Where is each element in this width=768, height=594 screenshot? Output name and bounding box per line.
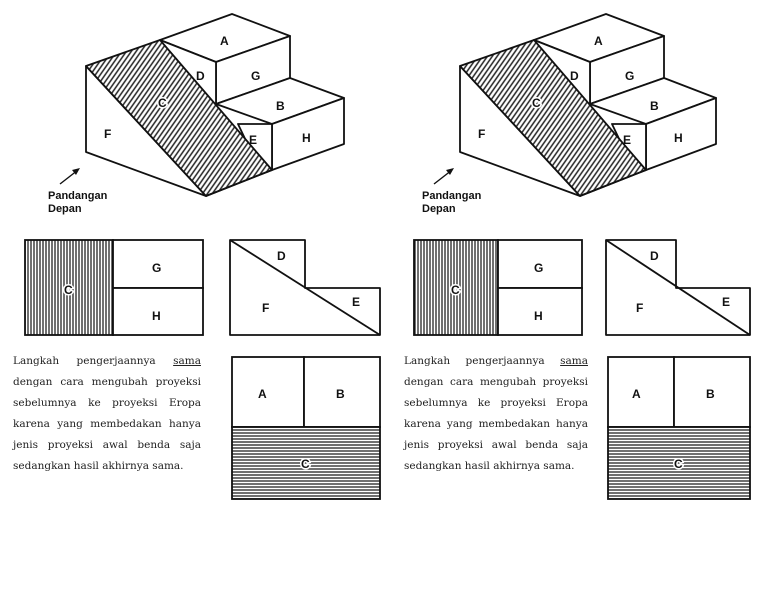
iso-label-b: B	[650, 99, 659, 113]
description-underlined: sama	[173, 355, 201, 367]
top-face-a	[231, 356, 305, 428]
front-label-h: H	[534, 309, 543, 323]
iso-label-f: F	[104, 127, 111, 141]
caption-pandangan: Pandangan	[48, 190, 108, 202]
side-view	[605, 239, 751, 336]
front-label-h: H	[152, 309, 161, 323]
panel-left: A D G C B F E H Pandangan Depan C	[13, 13, 381, 500]
iso-label-g: G	[625, 69, 634, 83]
side-label-f: F	[262, 301, 269, 315]
front-view	[24, 239, 204, 336]
iso-label-h: H	[674, 131, 683, 145]
isometric-labels: A D G C B F E H	[104, 34, 311, 147]
side-label-d: D	[650, 249, 659, 263]
isometric-view	[459, 13, 717, 197]
iso-label-g: G	[251, 69, 260, 83]
front-face-c	[413, 239, 499, 336]
isometric-view	[85, 13, 345, 197]
top-view	[231, 356, 381, 500]
front-face-g	[497, 239, 583, 289]
top-label-c: C	[674, 457, 683, 471]
top-face-a	[607, 356, 675, 428]
front-face-h	[497, 287, 583, 336]
side-label-e: E	[722, 295, 730, 309]
description-underlined: sama	[560, 355, 588, 367]
iso-label-d: D	[196, 69, 205, 83]
front-view-arrow	[433, 168, 454, 185]
iso-label-b: B	[276, 99, 285, 113]
top-face-c	[607, 426, 751, 500]
front-view-arrow	[59, 168, 80, 185]
caption-pandangan: Pandangan	[422, 190, 482, 202]
description-part1: Langkah pengerjaannya	[404, 355, 561, 367]
front-label-c: C	[451, 283, 460, 297]
front-face-h	[112, 287, 204, 336]
top-label-b: B	[336, 387, 345, 401]
top-face-b	[303, 356, 381, 428]
side-label-f: F	[636, 301, 643, 315]
iso-label-a: A	[220, 34, 229, 48]
front-face-c	[24, 239, 114, 336]
front-view	[413, 239, 583, 336]
isometric-labels: A D G C B F E H	[478, 34, 683, 147]
iso-label-d: D	[570, 69, 579, 83]
front-label-g: G	[534, 261, 543, 275]
caption-depan: Depan	[422, 203, 456, 215]
iso-label-c: C	[532, 96, 541, 110]
side-label-e: E	[352, 295, 360, 309]
front-label-c: C	[64, 283, 73, 297]
front-label-g: G	[152, 261, 161, 275]
iso-label-a: A	[594, 34, 603, 48]
panel-right: A D G C B F E H Pandangan Depan C G	[384, 0, 768, 594]
top-label-a: A	[258, 387, 267, 401]
description-text: Langkah pengerjaannya sama dengan cara m…	[13, 351, 201, 477]
drawing-right: A D G C B F E H Pandangan Depan C G	[413, 13, 751, 500]
description-part2: dengan cara mengubah proyeksi sebelumnya…	[404, 376, 588, 472]
top-face-c	[231, 426, 381, 500]
description-text: Langkah pengerjaannya sama dengan cara m…	[404, 351, 588, 477]
top-view	[607, 356, 751, 500]
iso-label-h: H	[302, 131, 311, 145]
side-label-d: D	[277, 249, 286, 263]
description-part1: Langkah pengerjaannya	[13, 355, 174, 367]
description-part2: dengan cara mengubah proyeksi sebelumnya…	[13, 376, 201, 472]
top-label-b: B	[706, 387, 715, 401]
drawing-left: A D G C B F E H Pandangan Depan C	[24, 13, 381, 500]
iso-label-c: C	[158, 96, 167, 110]
iso-label-e: E	[249, 133, 257, 147]
caption-depan: Depan	[48, 203, 82, 215]
top-label-c: C	[301, 457, 310, 471]
side-view	[229, 239, 381, 336]
iso-label-f: F	[478, 127, 485, 141]
front-face-g	[112, 239, 204, 289]
top-label-a: A	[632, 387, 641, 401]
top-face-b	[673, 356, 751, 428]
iso-label-e: E	[623, 133, 631, 147]
